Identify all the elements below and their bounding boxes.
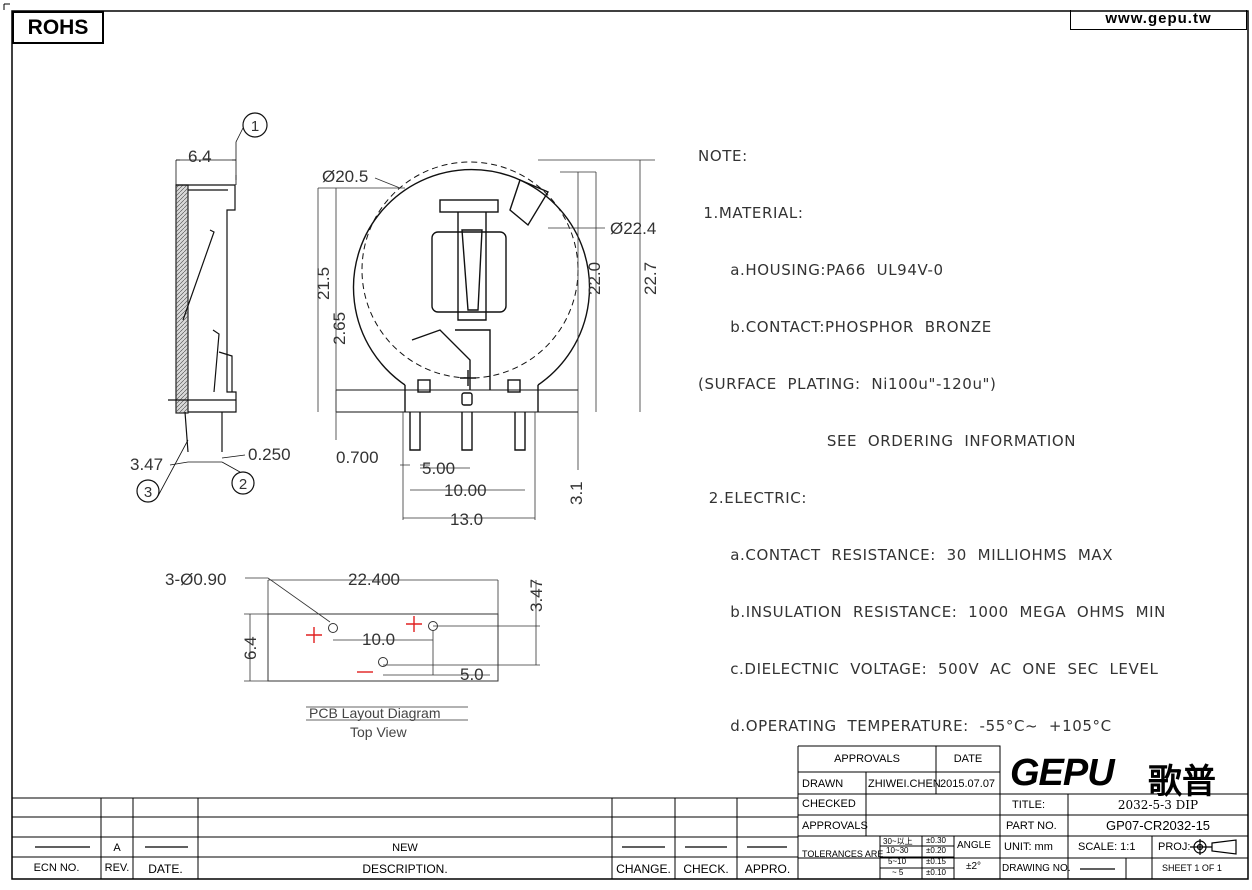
pcb-caption: PCB Layout Diagram <box>309 705 441 721</box>
unit-label: UNIT: mm <box>1004 841 1053 853</box>
dim-pitch-5: 5.00 <box>422 459 455 478</box>
appro-label: APPRO. <box>744 862 791 876</box>
approvals-label: APPROVALS <box>802 820 868 832</box>
dim-height-2-65: 2.65 <box>330 312 349 345</box>
tol-value-1: ±0.30 <box>926 836 946 845</box>
angle-value: ±2° <box>966 861 982 872</box>
front-dimension-lines <box>317 159 655 520</box>
date-label: DATE. <box>148 862 183 876</box>
ecn-no-label: ECN NO. <box>33 862 80 874</box>
angle-label: ANGLE <box>957 840 991 851</box>
dim-outer-diameter: Ø22.4 <box>610 219 656 238</box>
description-label: DESCRIPTION. <box>362 862 448 876</box>
sheet-label: SHEET 1 OF 1 <box>1162 863 1222 873</box>
drawing-frame <box>11 10 1249 880</box>
note-line: b.INSULATION RESISTANCE: 1000 MEGA OHMS … <box>698 603 1167 621</box>
tol-value-4: ±0.10 <box>926 868 946 877</box>
title-value: 2032-5-3 DIP <box>1117 798 1199 812</box>
pcb-dim-10: 10.0 <box>362 630 395 649</box>
projection-label: PROJ: <box>1158 841 1191 853</box>
side-view <box>136 112 268 503</box>
pcb-dim-5: 5.0 <box>460 665 484 684</box>
front-view <box>336 161 591 451</box>
rohs-badge: ROHS <box>12 11 104 44</box>
balloon-1: 1 <box>251 118 259 135</box>
dim-lead-length: 3.1 <box>567 481 586 505</box>
note-line: 1.MATERIAL: <box>698 204 804 222</box>
side-dim-width: 6.4 <box>188 147 212 166</box>
pcb-offset: 3.47 <box>527 579 546 612</box>
change-label: CHANGE. <box>616 862 671 876</box>
tol-range-2: 10~30 <box>886 846 909 855</box>
dim-height-21-5: 21.5 <box>314 267 333 300</box>
website-label: www.gepu.tw <box>1070 10 1247 30</box>
pcb-width: 22.400 <box>348 570 400 589</box>
drawing-no-label: DRAWING NO. <box>1002 863 1071 874</box>
note-line: SEE ORDERING INFORMATION <box>698 432 1077 450</box>
note-line: NOTE: <box>698 147 748 165</box>
approvals-header: APPROVALS <box>834 753 900 765</box>
drawn-date: 2015.07.07 <box>940 778 996 790</box>
tol-value-2: ±0.20 <box>926 846 946 855</box>
balloon-2: 2 <box>239 476 247 493</box>
rev-label: REV. <box>104 862 130 874</box>
note-line: (SURFACE PLATING: Ni100u"-120u") <box>698 375 997 393</box>
projection-symbol-icon <box>1190 839 1237 855</box>
dim-pitch-10: 10.00 <box>444 481 487 500</box>
revision-description: NEW <box>392 842 418 854</box>
checked-label: CHECKED <box>802 798 856 810</box>
side-dim-lead: 3.47 <box>130 455 163 474</box>
drawn-by: ZHIWEI.CHEN <box>868 778 941 790</box>
note-line: c.DIELECTNIC VOLTAGE: 500V AC ONE SEC LE… <box>698 660 1159 678</box>
tol-value-3: ±0.15 <box>926 857 946 866</box>
gepu-logo: GEPU <box>1010 752 1115 794</box>
title-block-grid <box>12 745 1248 879</box>
dim-width-13: 13.0 <box>450 510 483 529</box>
pcb-height: 6.4 <box>241 636 260 660</box>
dim-inner-diameter: Ø20.5 <box>322 167 368 186</box>
dim-pin-width: 0.700 <box>336 448 379 467</box>
pcb-holes: 3-Ø0.90 <box>165 570 226 589</box>
note-line: 2.ELECTRIC: <box>698 489 807 507</box>
drawn-label: DRAWN <box>802 778 844 790</box>
tol-range-1: 30~以上 <box>883 837 913 846</box>
tol-range-3: 5~10 <box>888 857 907 866</box>
gepu-logo-chinese: 歌普 <box>1148 763 1216 801</box>
tolerances-label: TOLERANCES ARE <box>802 849 884 859</box>
part-no-label: PART NO. <box>1006 820 1057 832</box>
polarity-marks <box>306 616 422 673</box>
notes-block: NOTE: 1.MATERIAL: a.HOUSING:PA66 UL94V-0… <box>698 109 1166 755</box>
note-line: a.HOUSING:PA66 UL94V-0 <box>698 261 944 279</box>
dim-height-22-0: 22.0 <box>585 262 604 295</box>
pcb-subcaption: Top View <box>350 724 407 740</box>
pcb-layout <box>244 577 540 721</box>
note-line: a.CONTACT RESISTANCE: 30 MILLIOHMS MAX <box>698 546 1114 564</box>
balloon-3: 3 <box>144 484 152 501</box>
note-line: d.OPERATING TEMPERATURE: -55°C~ +105°C <box>698 717 1112 735</box>
side-dim-thickness: 0.250 <box>248 445 291 464</box>
check-label: CHECK. <box>683 862 729 876</box>
revision-value: A <box>113 842 121 854</box>
date-header: DATE <box>953 753 983 765</box>
part-no-value: GP07-CR2032-15 <box>1105 818 1211 833</box>
dim-height-22-7: 22.7 <box>641 262 660 295</box>
title-label: TITLE: <box>1012 799 1046 811</box>
note-line: b.CONTACT:PHOSPHOR BRONZE <box>698 318 992 336</box>
scale-label: SCALE: 1:1 <box>1078 841 1136 853</box>
tol-range-4: ~ 5 <box>892 868 904 877</box>
